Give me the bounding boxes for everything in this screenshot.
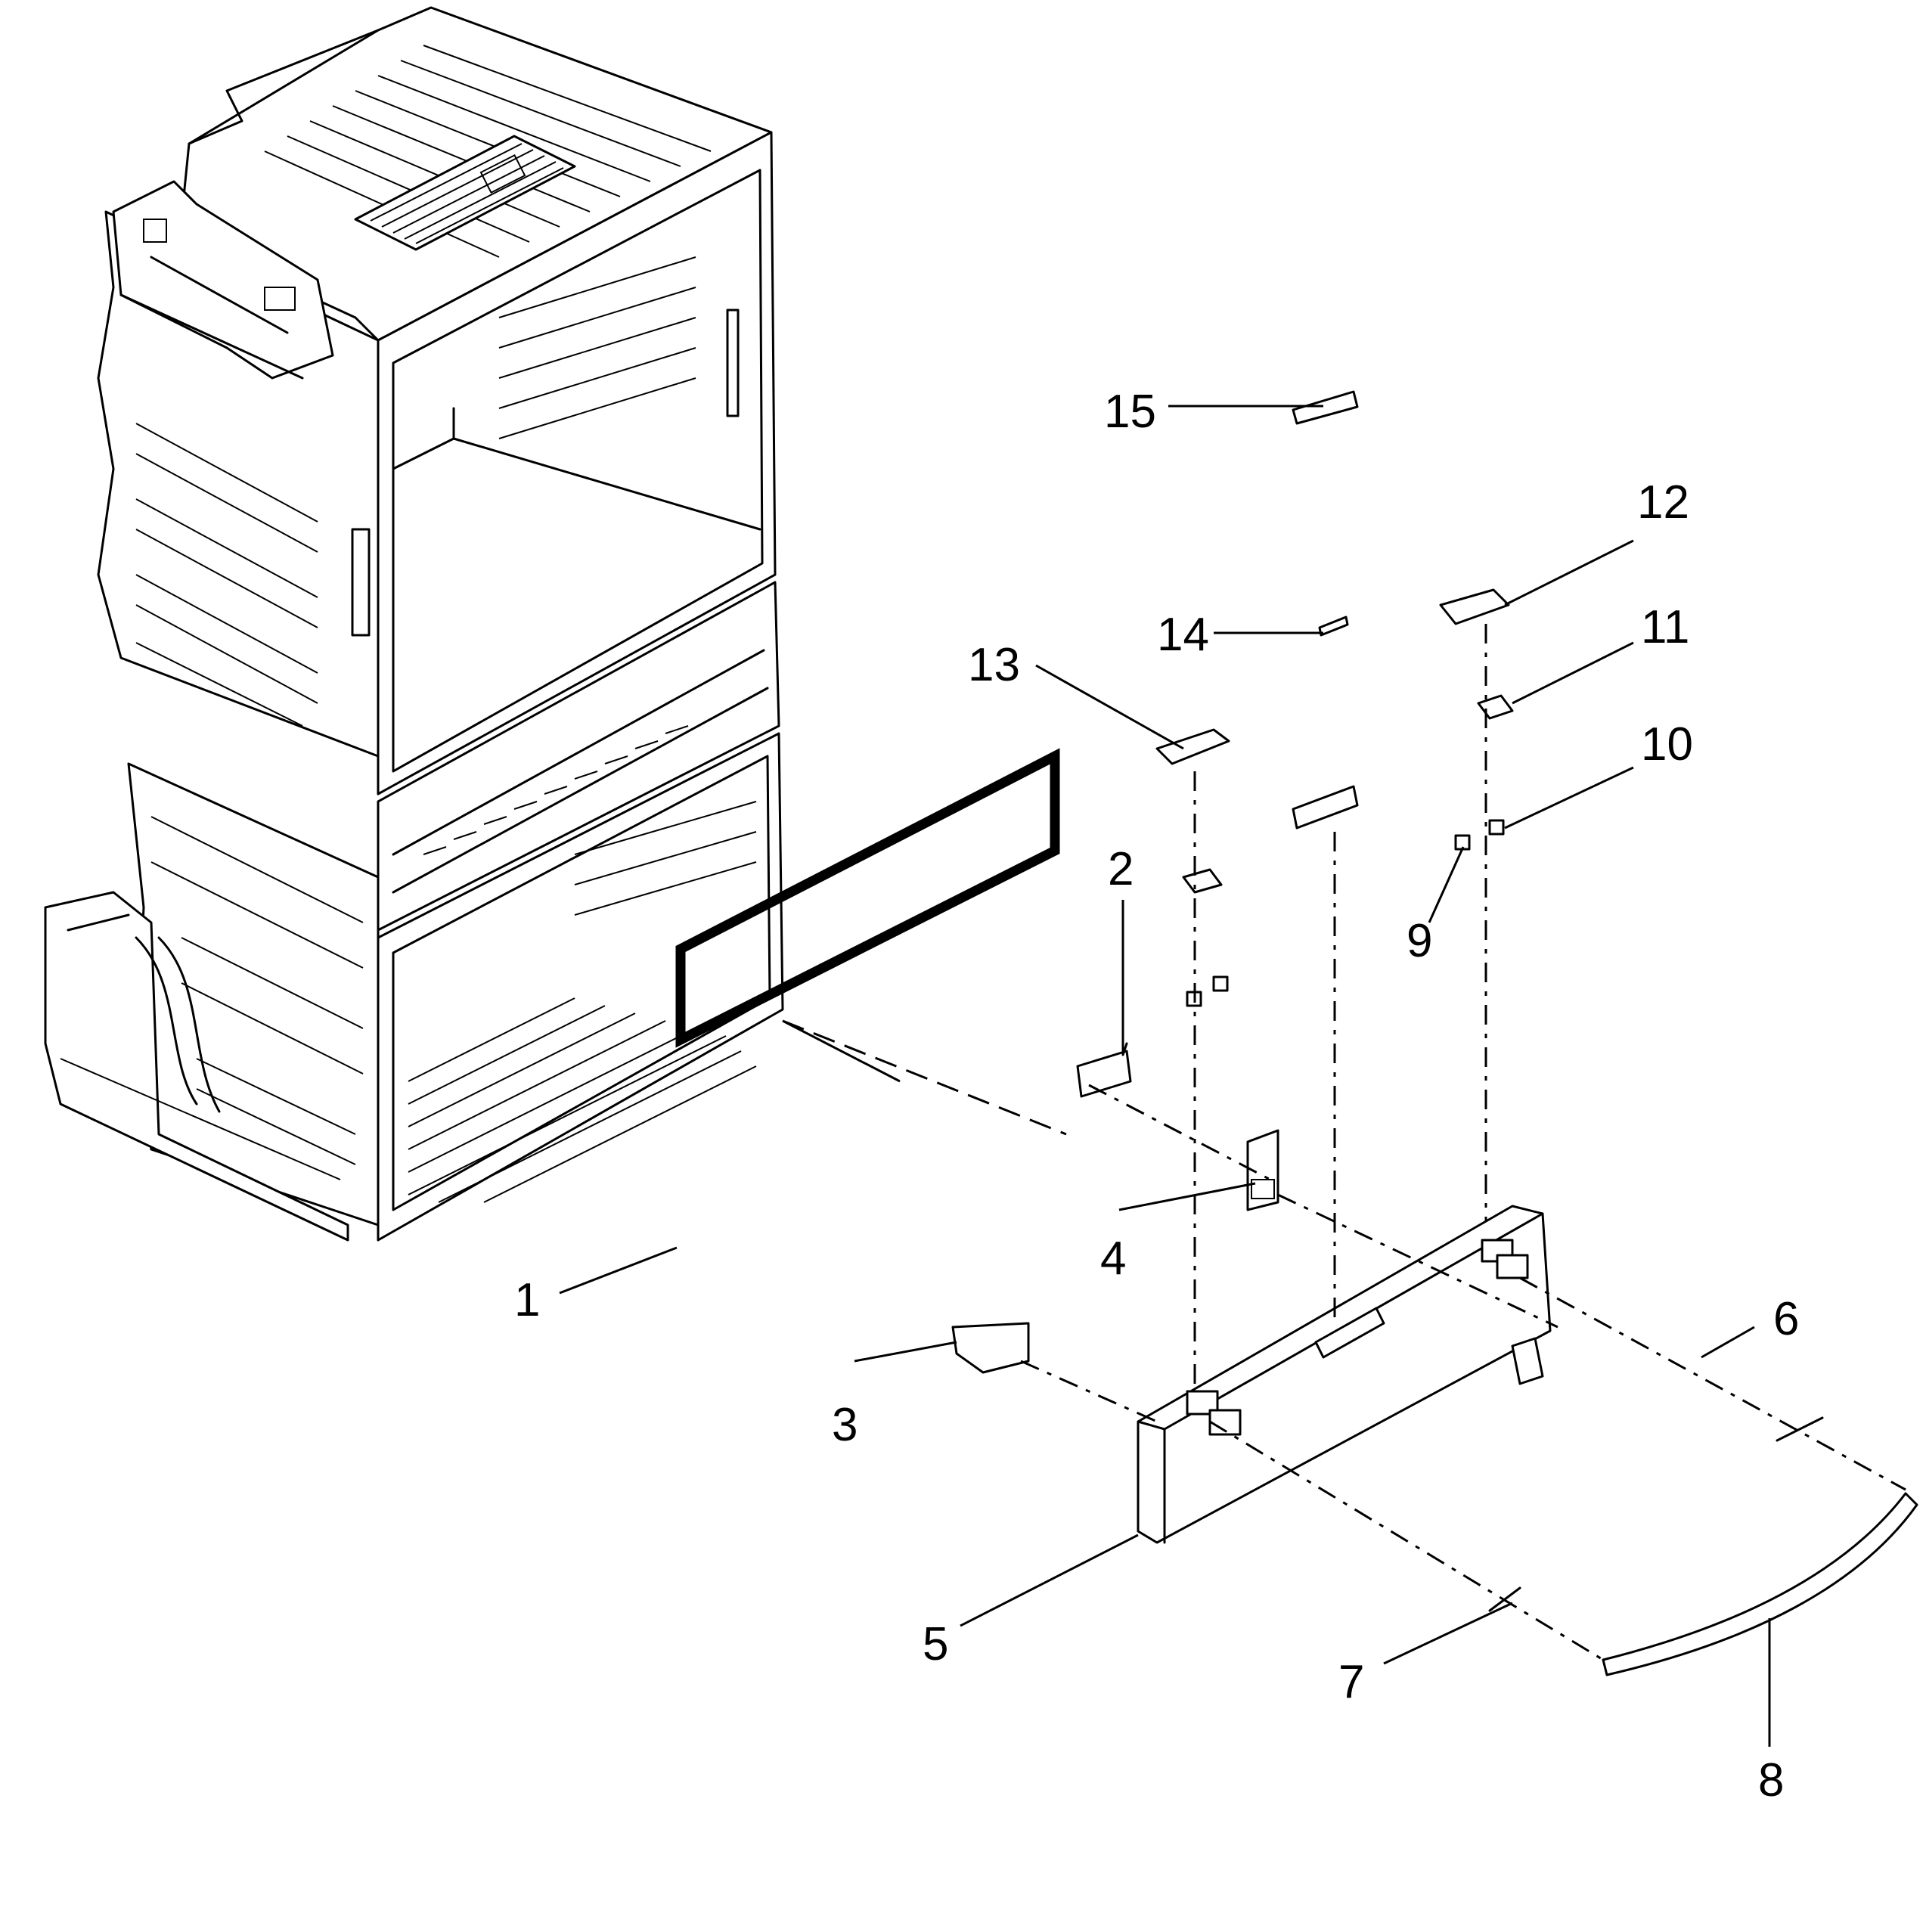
callout-12: 12 xyxy=(1637,476,1689,529)
drawer-handle xyxy=(1602,1492,1918,1676)
callout-3: 3 xyxy=(832,1399,858,1451)
callout-9: 9 xyxy=(1407,915,1432,967)
callout-4: 4 xyxy=(1100,1233,1126,1285)
drawer-front xyxy=(1137,1205,1552,1544)
callout-5: 5 xyxy=(923,1618,948,1670)
callout-labels: 1 2 3 4 5 6 7 8 9 10 11 12 13 14 15 xyxy=(514,386,1799,1806)
door-gasket xyxy=(675,748,1067,1136)
callout-6: 6 xyxy=(1773,1293,1799,1345)
callout-13: 13 xyxy=(968,639,1020,691)
callout-14: 14 xyxy=(1157,609,1209,661)
small-parts xyxy=(951,390,1514,1374)
callout-1: 1 xyxy=(514,1274,540,1326)
leader-lines xyxy=(559,405,1771,1747)
refrigerator-cabinet xyxy=(44,6,784,1242)
callout-10: 10 xyxy=(1641,718,1693,771)
callout-8: 8 xyxy=(1758,1754,1784,1806)
callout-11: 11 xyxy=(1641,601,1689,653)
callout-2: 2 xyxy=(1108,843,1134,895)
callout-7: 7 xyxy=(1338,1656,1364,1708)
assembly-lines xyxy=(1020,624,1906,1661)
callout-15: 15 xyxy=(1104,386,1156,438)
